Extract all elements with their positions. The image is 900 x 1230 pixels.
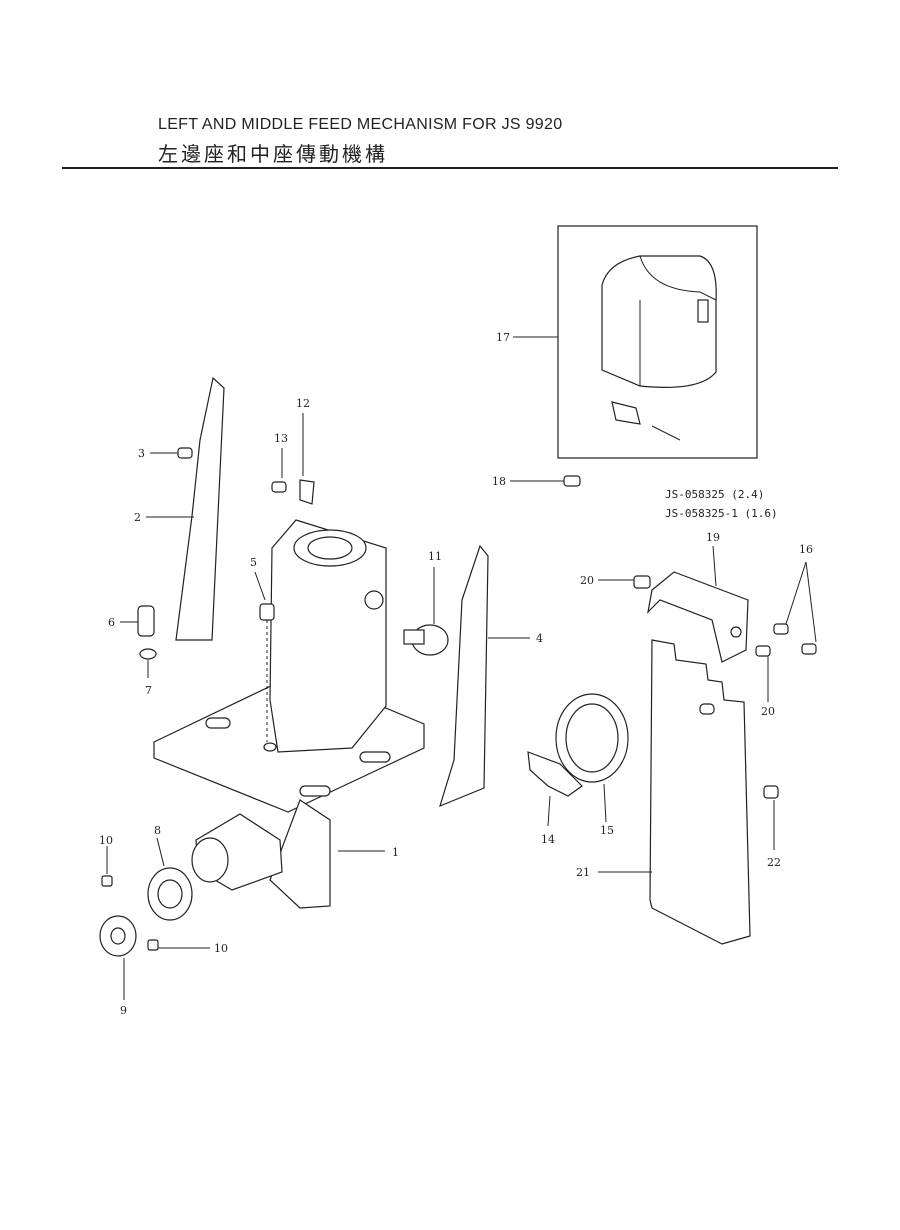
bracket-part-14: [527, 751, 583, 797]
base-part-1: [153, 519, 425, 909]
callout-22: 22: [767, 856, 781, 869]
callout-8: 8: [154, 824, 161, 837]
setscrew-part-10b: [147, 939, 159, 951]
callout-10b: 10: [214, 942, 228, 955]
screw-part-18: [563, 475, 581, 487]
callout-6: 6: [108, 616, 115, 629]
callout-21: 21: [576, 866, 590, 879]
screw-part-3: [177, 447, 193, 459]
callout-13: 13: [274, 432, 288, 445]
page-title-chinese: 左邊座和中座傳動機構: [158, 142, 388, 166]
bushing-part-5: [259, 603, 275, 621]
part-number-line-1: JS-058325 (2.4): [665, 488, 764, 501]
callout-11: 11: [428, 550, 442, 563]
screw-part-6: [137, 605, 155, 637]
leader-lines: [106, 336, 817, 1000]
screw-part-20a: [633, 575, 651, 589]
callout-15: 15: [600, 824, 614, 837]
screw-part-20b: [755, 645, 771, 657]
callout-20b: 20: [761, 705, 775, 718]
cover-part-17: [601, 255, 717, 441]
inset-box: [557, 225, 758, 459]
callout-10a: 10: [99, 834, 113, 847]
callout-9: 9: [120, 1004, 127, 1017]
clip-part-12: [299, 479, 315, 505]
callout-5: 5: [250, 556, 257, 569]
plate-part-4: [439, 544, 489, 808]
plate-part-2: [175, 376, 225, 641]
screw-part-13: [271, 481, 287, 493]
callout-18: 18: [492, 475, 506, 488]
pin-part-11: [403, 624, 449, 656]
plate-part-21: [649, 639, 751, 945]
callout-16: 16: [799, 543, 813, 556]
callout-1: 1: [392, 846, 399, 859]
screw-part-22: [763, 785, 779, 799]
washer-part-7: [139, 648, 157, 660]
screw-part-16a: [773, 623, 789, 635]
bearing-part-8: [147, 867, 193, 921]
callout-3: 3: [138, 447, 145, 460]
callout-7: 7: [145, 684, 152, 697]
callout-4: 4: [536, 632, 543, 645]
callout-12: 12: [296, 397, 310, 410]
callout-17: 17: [496, 331, 510, 344]
callout-14: 14: [541, 833, 555, 846]
callout-20a: 20: [580, 574, 594, 587]
page-title-english: LEFT AND MIDDLE FEED MECHANISM FOR JS 99…: [158, 116, 563, 133]
callout-19: 19: [706, 531, 720, 544]
setscrew-part-10a: [101, 875, 113, 887]
part-number-line-2: JS-058325-1 (1.6): [665, 507, 778, 520]
bracket-part-19: [647, 571, 749, 663]
gear-ring-part-15: [555, 693, 629, 783]
screw-part-16b: [801, 643, 817, 655]
collar-part-9: [99, 915, 137, 957]
callout-2: 2: [134, 511, 141, 524]
